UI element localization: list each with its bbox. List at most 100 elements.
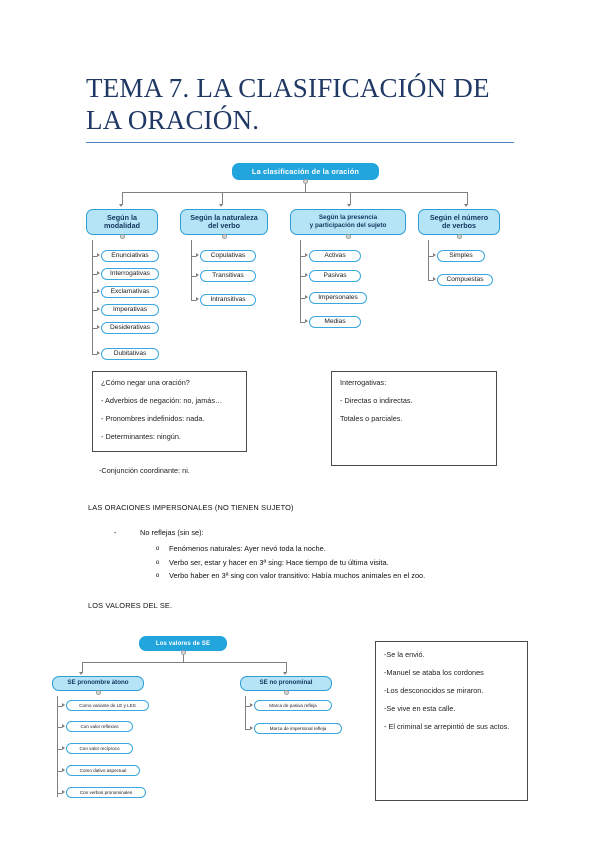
mindmap1-leaf-interrogativas[interactable]: Interrogativas	[101, 268, 159, 280]
mindmap1-leaf-impersonales[interactable]: Impersonales	[309, 292, 367, 304]
mindmap1-leaf1-arrow	[97, 253, 100, 258]
mindmap1-arrow-4	[464, 204, 469, 207]
title-underline-rule	[86, 142, 514, 143]
mindmap1-trunk	[305, 184, 306, 192]
mindmap1-leaf-simples[interactable]: Simples	[437, 250, 485, 262]
ejemplos-se-textbox: -Se la envió. -Manuel se ataba los cordo…	[375, 641, 528, 801]
mindmap1-leaf-exclamativas[interactable]: Exclamativas	[101, 286, 159, 298]
mindmap1-leaf10-arrow	[305, 253, 308, 258]
mindmap1-leaf6-connector	[92, 354, 97, 355]
mindmap2-leaf-valor-reflexivo[interactable]: Con valor reflexivo	[66, 721, 133, 732]
mindmap1-leaf-intransitivas[interactable]: Intransitivas	[200, 294, 256, 306]
interrogativas-line-1: - Directas o indirectas.	[340, 396, 413, 405]
negacion-line-0: ¿Cómo negar una oración?	[101, 378, 190, 387]
mindmap1-root-collapse-dot[interactable]	[303, 179, 308, 184]
mindmap1-root-node[interactable]: La clasificación de la oración	[232, 163, 379, 180]
mindmap2-leaf7-arrow	[250, 726, 253, 730]
mindmap1-branch-modalidad-dot[interactable]	[119, 234, 125, 239]
mindmap1-branch-naturaleza-dot[interactable]	[221, 234, 227, 239]
mindmap1-leaf-medias[interactable]: Medias	[309, 316, 361, 328]
mindmap2-leaf-valor-reciproco[interactable]: Con valor recíproco	[66, 743, 133, 754]
mindmap1-arrow-3	[347, 204, 352, 207]
mindmap1-leaf2-arrow	[97, 271, 100, 276]
mindmap2-leaf-pasiva-refleja[interactable]: Marca de pasiva refleja	[254, 700, 332, 711]
impersonales-heading: LAS ORACIONES IMPERSONALES (NO TIENEN SU…	[88, 503, 294, 512]
mindmap1-leaf-copulativas[interactable]: Copulativas	[200, 250, 256, 262]
list-item: o Fenómenos naturales: Ayer nevó toda la…	[155, 544, 425, 553]
interrogativas-textbox: Interrogativas: - Directas o indirectas.…	[331, 371, 497, 466]
mindmap1-leaf1-connector	[92, 256, 97, 257]
mindmap1-leaf10-connector	[300, 256, 305, 257]
mindmap1-leaf4-arrow	[97, 307, 100, 312]
mindmap1-leaf15-connector	[428, 280, 433, 281]
mindmap1-branch-numero[interactable]: Según el número de verbos	[418, 209, 500, 235]
negacion-line-1: - Adverbios de negación: no, jamás…	[101, 396, 223, 405]
mindmap1-leaf-compuestas[interactable]: Compuestas	[437, 274, 493, 286]
mindmap2-leaf-variante-le-les[interactable]: Como variante de LE y LES	[66, 700, 149, 711]
list-item: o Verbo ser, estar y hacer en 3ª sing: H…	[155, 558, 425, 567]
list-marker-icon: o	[155, 558, 160, 566]
mindmap1-branch-naturaleza[interactable]: Según la naturaleza del verbo	[180, 209, 268, 235]
mindmap2-branch-pronombre-atono[interactable]: SE pronombre átono	[52, 676, 144, 691]
mindmap1-leaf8-arrow	[196, 273, 199, 278]
negacion-textbox: ¿Cómo negar una oración? - Adverbios de …	[92, 371, 247, 452]
mindmap1-branch-numero-dot[interactable]	[456, 234, 462, 239]
list-marker-icon: o	[155, 545, 160, 552]
mindmap1-drop-1	[122, 192, 123, 205]
mindmap1-leaf-dubitativas[interactable]: Dubitativas	[101, 348, 159, 360]
list-item: o Verbo haber en 3ª sing con valor trans…	[155, 571, 426, 580]
mindmap1-leaf5-arrow	[97, 325, 100, 330]
mindmap1-leaf-transitivas[interactable]: Transitivas	[200, 270, 256, 282]
page-title: TEMA 7. LA CLASIFICACIÓN DE LA ORACIÓN.	[86, 73, 490, 135]
impersonales-bullet-label: No reflejas (sin se):	[140, 528, 204, 537]
negacion-outside-line: -Conjunción coordinante: ni.	[99, 466, 190, 475]
ejemplo-line-1: -Manuel se ataba los cordones	[384, 668, 484, 677]
mindmap2-branch-nopron-dot[interactable]	[283, 690, 289, 695]
mindmap1-leaf-enunciativas[interactable]: Enunciativas	[101, 250, 159, 262]
mindmap1-leaf14-arrow	[433, 253, 436, 258]
mindmap1-leaf5-connector	[92, 328, 97, 329]
mindmap2-leaf-impersonal-refleja[interactable]: Marca de impersonal refleja	[254, 723, 342, 734]
mindmap2-leaf-verbos-pronominales[interactable]: Con verbos pronominales	[66, 787, 146, 798]
mindmap2-arrow-1	[79, 672, 84, 675]
impersonales-bullet-dash: -	[114, 528, 117, 537]
ejemplo-line-0: -Se la envió.	[384, 650, 425, 659]
mindmap2-leaf5-connector	[57, 792, 62, 794]
mindmap1-leaf4-connector	[92, 310, 97, 311]
negacion-line-2: - Pronombres indefinidos: nada.	[101, 414, 205, 423]
list-item-text: Verbo haber en 3ª sing con valor transit…	[169, 571, 426, 580]
mindmap2-leaf4-arrow	[62, 768, 65, 772]
list-item-text: Verbo ser, estar y hacer en 3ª sing: Hac…	[169, 557, 389, 567]
mindmap1-leaf-imperativas[interactable]: Imperativas	[101, 304, 159, 316]
mindmap2-leaf2-arrow	[62, 724, 65, 728]
mindmap1-leaf-pasivas[interactable]: Pasivas	[309, 270, 361, 282]
mindmap1-branch2-spine	[191, 240, 192, 301]
mindmap2-root-node[interactable]: Los valores de SE	[139, 636, 227, 651]
mindmap2-root-collapse-dot[interactable]	[180, 650, 186, 655]
mindmap2-branch-no-pronominal[interactable]: SE no pronominal	[240, 676, 332, 691]
mindmap1-leaf-activas[interactable]: Activas	[309, 250, 361, 262]
mindmap2-leaf2-connector	[57, 726, 62, 728]
mindmap1-leaf11-connector	[300, 276, 305, 277]
mindmap2-arrow-2	[283, 672, 288, 675]
mindmap1-leaf11-arrow	[305, 273, 308, 278]
mindmap1-drop-2	[222, 192, 223, 205]
mindmap2-leaf1-arrow	[62, 703, 65, 707]
mindmap1-branch3-spine	[300, 240, 301, 323]
ejemplo-line-3: -Se vive en esta calle.	[384, 704, 456, 713]
mindmap1-rail	[122, 192, 467, 193]
mindmap1-leaf-desiderativas[interactable]: Desiderativas	[101, 322, 159, 334]
mindmap2-branch-atono-dot[interactable]	[95, 690, 101, 695]
mindmap1-branch-sujeto[interactable]: Según la presencia y participación del s…	[290, 209, 406, 235]
mindmap1-branch-sujeto-dot[interactable]	[345, 234, 351, 239]
mindmap1-drop-3	[350, 192, 351, 205]
mindmap1-arrow-1	[119, 204, 124, 207]
mindmap1-leaf6-arrow	[97, 351, 100, 356]
mindmap1-leaf14-connector	[428, 256, 433, 257]
ejemplo-line-2: -Los desconocidos se miraron.	[384, 686, 484, 695]
mindmap1-leaf8-connector	[191, 276, 196, 277]
mindmap2-leaf-dativo-aspectual[interactable]: Como dativo aspectual	[66, 765, 140, 776]
mindmap2-leaf4-connector	[57, 770, 62, 772]
mindmap2-leaf6-connector	[245, 705, 250, 707]
mindmap1-branch-modalidad[interactable]: Según la modalidad	[86, 209, 158, 235]
